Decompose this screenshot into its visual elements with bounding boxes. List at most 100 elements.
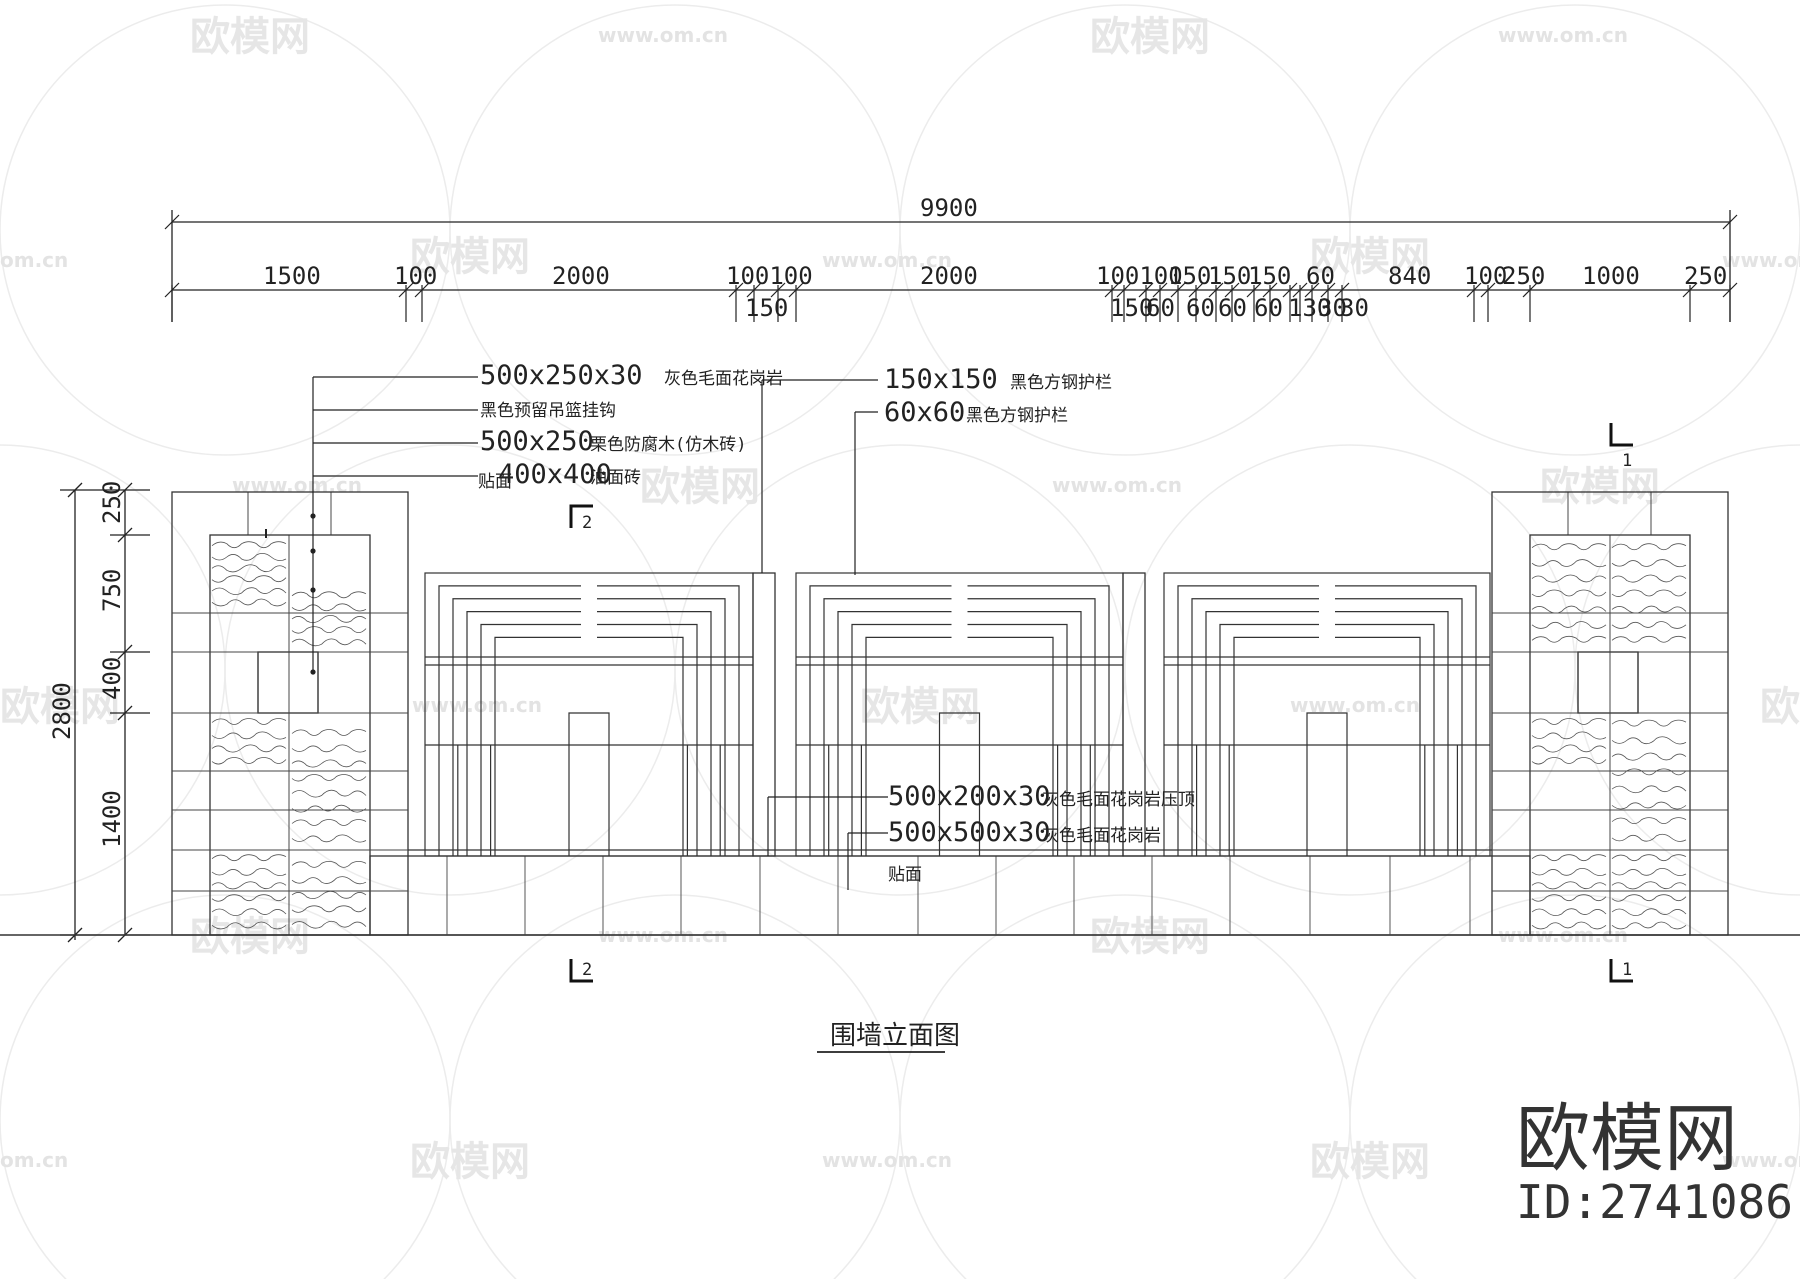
wood-grain-line (1531, 744, 1607, 753)
railing-bar (597, 585, 740, 856)
railing-center-bar (1306, 712, 1348, 856)
wood-grain-line (1611, 881, 1687, 890)
label-rail-60-size: 60x60 (884, 397, 965, 428)
watermark-brand: 欧模网 (860, 684, 980, 730)
wood-grain-line (1531, 605, 1607, 614)
wood-grain-line (1531, 757, 1607, 765)
wood-grain-line (1611, 894, 1687, 902)
wood-grain-line (1531, 731, 1607, 740)
wood-grain-line (291, 876, 367, 885)
dimension-texts: 9900 1500 100 2000 100100 2000 100100 15… (263, 194, 1727, 322)
dim-100100-a: 100100 (726, 262, 813, 290)
wood-grain-line (1531, 574, 1607, 583)
wood-grain-line (211, 757, 287, 765)
wood-grain-line (1531, 921, 1607, 930)
watermark-brand: 欧模网 (1310, 1139, 1430, 1185)
watermark-brand: 欧模网 (1540, 464, 1660, 510)
watermark-url: www.om.cn (822, 248, 952, 272)
wood-grain-line (1611, 921, 1687, 930)
wood-grain-line (291, 819, 367, 826)
railing-panel-frame (1163, 572, 1491, 857)
wood-grain-line (1611, 785, 1687, 794)
label-granite-top-size: 500x250x30 (480, 360, 643, 391)
section-mark-numbers: 2 2 1 1 (582, 451, 1632, 980)
railing-bar (1335, 611, 1449, 856)
brand-stamp-name: 欧模网 (1516, 1096, 1738, 1182)
steel-railing-panels (424, 572, 1491, 857)
label-tile-note: 贴面 (478, 472, 512, 492)
wood-grain-line (1611, 817, 1687, 825)
wood-grain-line (211, 718, 287, 725)
railing-bar (1219, 623, 1319, 856)
railing-bar (1191, 598, 1319, 856)
label-base-note: 贴面 (888, 865, 922, 885)
railing-bar (1335, 585, 1477, 856)
leader-lines (312, 376, 888, 890)
wood-grain-line (291, 759, 367, 768)
wood-grain-line (211, 564, 287, 573)
wood-grain-line (291, 861, 367, 868)
dim-100100-b: 100100 (1096, 262, 1183, 290)
watermark-url: om.cn (0, 1148, 68, 1172)
dim-150-c: 150 (1248, 262, 1291, 290)
wood-grain-line (291, 729, 367, 736)
brand-stamp-id: ID:2741086 (1516, 1175, 1793, 1229)
railing-bar (967, 623, 1068, 856)
label-coping-size: 500x200x30 (888, 781, 1051, 812)
section-mark-2-top: 2 (582, 513, 592, 533)
wood-grain-line (211, 541, 287, 549)
wood-grain-line (1531, 881, 1607, 890)
wood-grain-line (211, 731, 287, 740)
label-tile-desc: 油面砖 (590, 468, 641, 488)
watermark-layer: 欧模网 欧模网 www.om.cn www.om.cn 欧模网 欧模网 om.c… (0, 4, 1800, 1283)
railing-bar (597, 623, 698, 856)
railing-center-bar (938, 712, 981, 856)
railing-bar (967, 611, 1082, 856)
wood-grain-line (1531, 589, 1607, 597)
railing-bar (967, 636, 1054, 856)
dim-2800-total: 2800 (48, 682, 76, 740)
wood-grain-texture (211, 541, 1687, 930)
wood-grain-line (291, 744, 367, 753)
label-base-size: 500x500x30 (888, 817, 1051, 848)
label-wood-size: 500x250 (480, 426, 594, 457)
dim-250-b: 250 (1684, 262, 1727, 290)
section-mark-1-bottom: 1 (1622, 960, 1632, 980)
dim-sub-2: 60 (1146, 294, 1175, 322)
watermark-brand: 欧模网 (190, 14, 310, 60)
railing-panel-frame (795, 572, 1124, 857)
material-labels: 500x250x30 灰色毛面花岗岩 黑色预留吊篮挂钩 500x250 栗色防腐… (478, 360, 1195, 885)
railing-bar (823, 598, 952, 856)
watermark-url: om.cn (0, 248, 68, 272)
wood-grain-line (1611, 854, 1687, 862)
section-mark-2-bottom: 2 (582, 960, 592, 980)
railing-panel-frame (424, 572, 754, 857)
railing-bar (597, 611, 712, 856)
wood-grain-line (1611, 833, 1687, 842)
wood-grain-line (1531, 868, 1607, 876)
wood-grain-line (1611, 605, 1687, 614)
dim-150-b: 150 (1208, 262, 1251, 290)
railing-bar (597, 636, 684, 856)
dim-60: 60 (1306, 262, 1335, 290)
wood-grain-line (291, 626, 367, 634)
wood-grain-line (291, 891, 367, 899)
dimension-tick (1722, 214, 1738, 230)
wood-grain-line (211, 908, 287, 916)
dim-400-left: 400 (98, 657, 126, 700)
dim-750-left: 750 (98, 569, 126, 612)
dim-2000-a: 2000 (552, 262, 610, 290)
wood-grain-line (1611, 574, 1687, 583)
wood-grain-line (1611, 559, 1687, 568)
wood-grain-line (1611, 719, 1687, 727)
wood-grain-line (1531, 621, 1607, 629)
watermark-brand: 欧模网 (190, 914, 310, 960)
left-dimension-texts: 250 750 400 1400 2800 (48, 481, 126, 848)
wood-grain-line (1611, 768, 1687, 776)
railing-bar (837, 611, 952, 856)
railing-bar (967, 598, 1096, 856)
railing-bar (466, 611, 581, 856)
wood-grain-line (1611, 635, 1687, 643)
dimension-tick (164, 214, 180, 230)
